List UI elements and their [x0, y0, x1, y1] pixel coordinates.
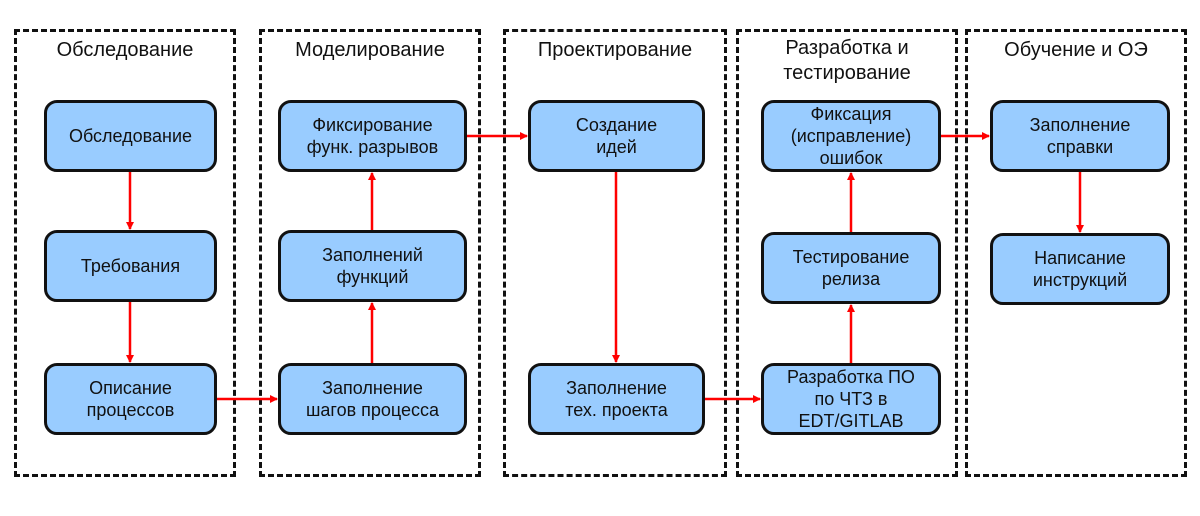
node-functions-filling[interactable]: Заполнений функций	[278, 230, 467, 302]
node-process-description[interactable]: Описание процессов	[44, 363, 217, 435]
node-survey[interactable]: Обследование	[44, 100, 217, 172]
lane-title: Проектирование	[537, 39, 693, 61]
node-software-dev[interactable]: Разработка ПО по ЧТЗ в EDT/GITLAB	[761, 363, 941, 435]
node-process-steps[interactable]: Заполнение шагов процесса	[278, 363, 467, 435]
node-gap-fixing[interactable]: Фиксирование функ. разрывов	[278, 100, 467, 172]
lane-training: Обучение и ОЭ	[965, 29, 1187, 477]
lane-title: Разработка и тестирование	[783, 37, 911, 84]
node-instructions[interactable]: Написание инструкций	[990, 233, 1170, 305]
lane-title: Обследование	[56, 39, 194, 61]
lane-survey: Обследование	[14, 29, 236, 477]
lane-modeling: Моделирование	[259, 29, 481, 477]
node-requirements[interactable]: Требования	[44, 230, 217, 302]
lane-title: Моделирование	[295, 39, 445, 61]
node-idea-creation[interactable]: Создание идей	[528, 100, 705, 172]
node-release-testing[interactable]: Тестирование релиза	[761, 232, 941, 304]
lane-development-testing: Разработка и тестирование	[736, 29, 958, 477]
node-tech-project[interactable]: Заполнение тех. проекта	[528, 363, 705, 435]
lane-title: Обучение и ОЭ	[1004, 39, 1148, 61]
node-error-fixing[interactable]: Фиксация (исправление) ошибок	[761, 100, 941, 172]
lane-design: Проектирование	[503, 29, 727, 477]
node-help-filling[interactable]: Заполнение справки	[990, 100, 1170, 172]
